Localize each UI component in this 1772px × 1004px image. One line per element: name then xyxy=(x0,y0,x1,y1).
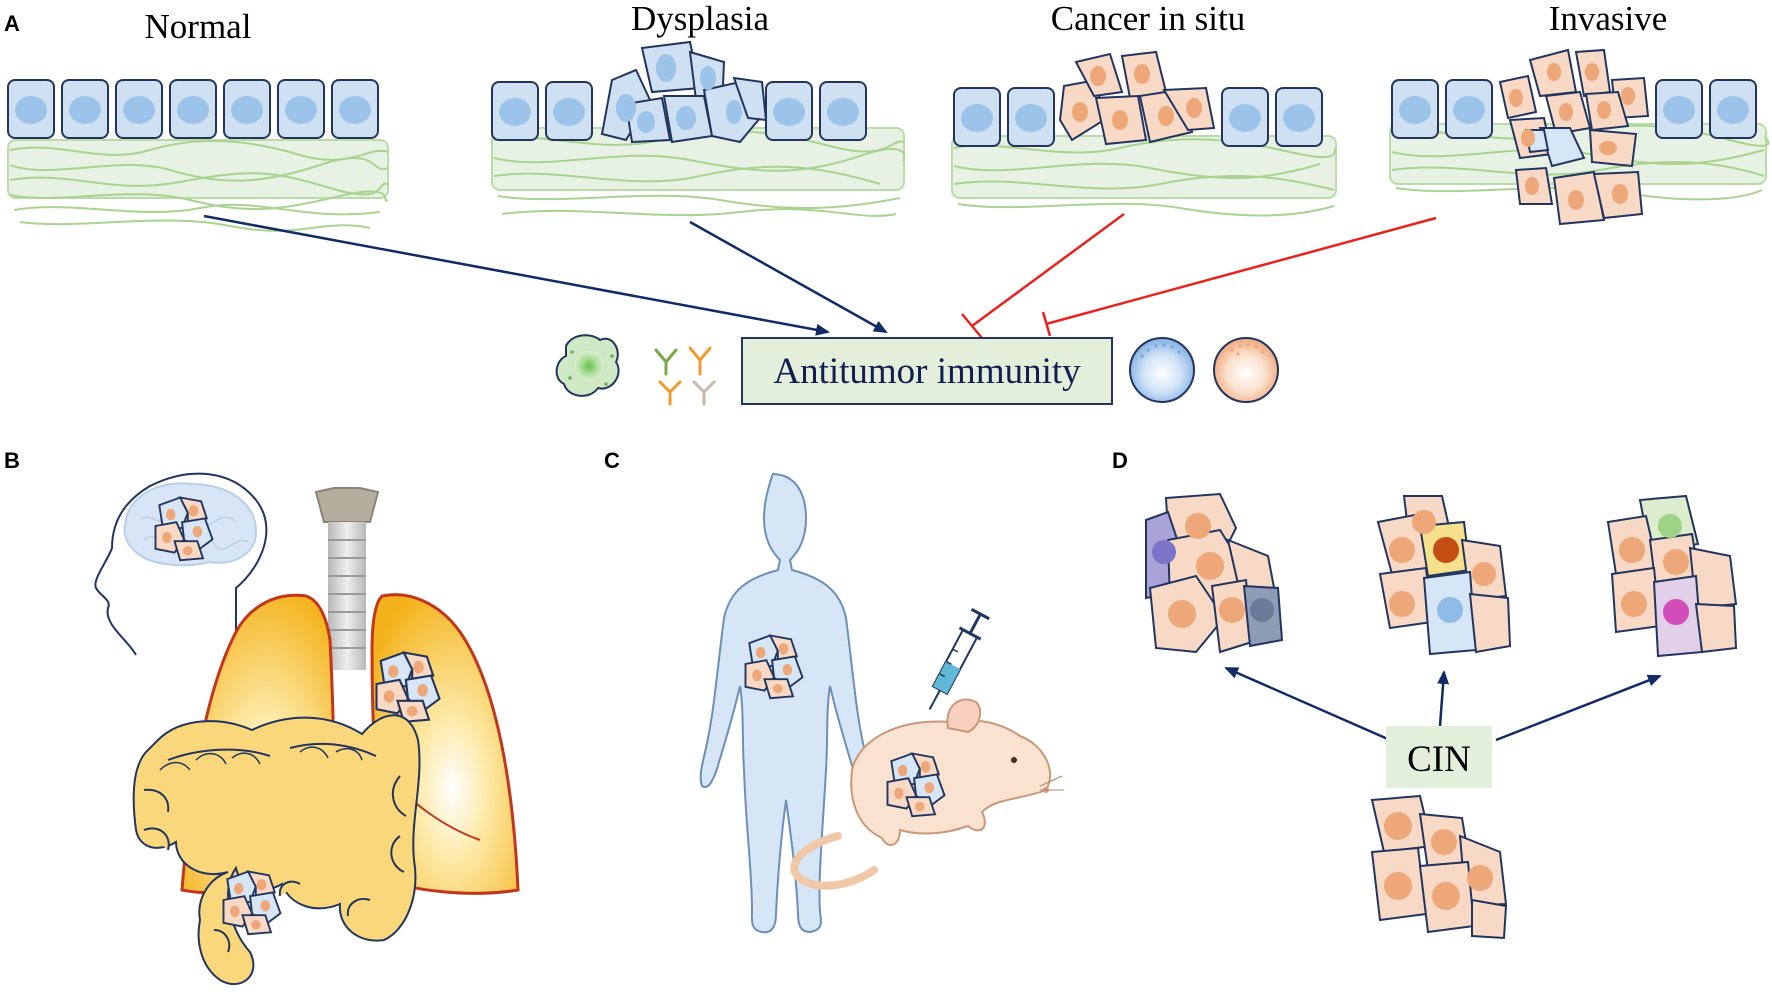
syringe-icon xyxy=(928,608,990,710)
cin-box: CIN xyxy=(1386,726,1492,788)
antibodies-icon xyxy=(654,346,716,406)
inhibit-in-situ xyxy=(971,212,1125,328)
tissue-normal xyxy=(7,79,389,232)
tumor-intestine xyxy=(222,870,282,936)
stage-title-cancer-in-situ: Cancer in situ xyxy=(1051,0,1245,38)
stroma-normal xyxy=(7,139,389,232)
inhibit-invasive-bar xyxy=(1041,311,1052,337)
tissue-cancer-in-situ xyxy=(951,50,1337,217)
cell-cluster-d3 xyxy=(1606,494,1738,658)
panel-b: B xyxy=(4,448,520,986)
trachea-icon xyxy=(314,487,380,670)
inhibit-in-situ-bar xyxy=(961,313,983,339)
antitumor-immunity-label: Antitumor immunity xyxy=(773,351,1081,392)
panel-a-label: A xyxy=(4,11,20,36)
nk-cell-icon xyxy=(1213,337,1279,403)
stage-title-invasive: Invasive xyxy=(1549,0,1668,38)
panel-c: C xyxy=(604,448,1064,934)
arrow-cin-to-d1 xyxy=(1224,666,1391,742)
stage-title-dysplasia: Dysplasia xyxy=(631,0,770,38)
cin-label: CIN xyxy=(1407,739,1471,780)
stage-title-normal: Normal xyxy=(145,7,252,46)
promote-arrows xyxy=(203,214,888,336)
mouse-icon xyxy=(790,698,1064,890)
cell-cluster-d2 xyxy=(1376,495,1512,656)
panel-d-label: D xyxy=(1112,448,1128,473)
human-body-icon xyxy=(699,473,871,934)
inhibit-invasive xyxy=(1045,216,1437,326)
arrow-cin-to-d2 xyxy=(1437,670,1450,727)
epithelium-normal xyxy=(7,79,379,139)
tissue-dysplasia xyxy=(491,40,906,217)
panel-a: A Normal Dysplasia Cancer in situ Invasi… xyxy=(4,0,1770,406)
cin-arrows xyxy=(1224,666,1662,742)
macrophage-icon xyxy=(555,334,620,397)
intestine-icon xyxy=(132,714,421,986)
cell-cluster-d1 xyxy=(1145,492,1284,654)
b-cell-icon xyxy=(1129,337,1195,403)
arrow-dysplasia-to-immunity xyxy=(689,220,888,334)
panel-b-label: B xyxy=(4,448,20,473)
arrow-cin-to-d3 xyxy=(1495,674,1662,742)
panel-d: D xyxy=(1112,448,1738,940)
panel-c-label: C xyxy=(604,448,620,473)
inhibit-arrows xyxy=(961,212,1437,339)
tissue-invasive xyxy=(1389,48,1770,226)
arrow-normal-to-immunity xyxy=(203,214,830,336)
cell-cluster-source xyxy=(1370,794,1508,940)
antitumor-immunity-box: Antitumor immunity xyxy=(741,337,1113,405)
